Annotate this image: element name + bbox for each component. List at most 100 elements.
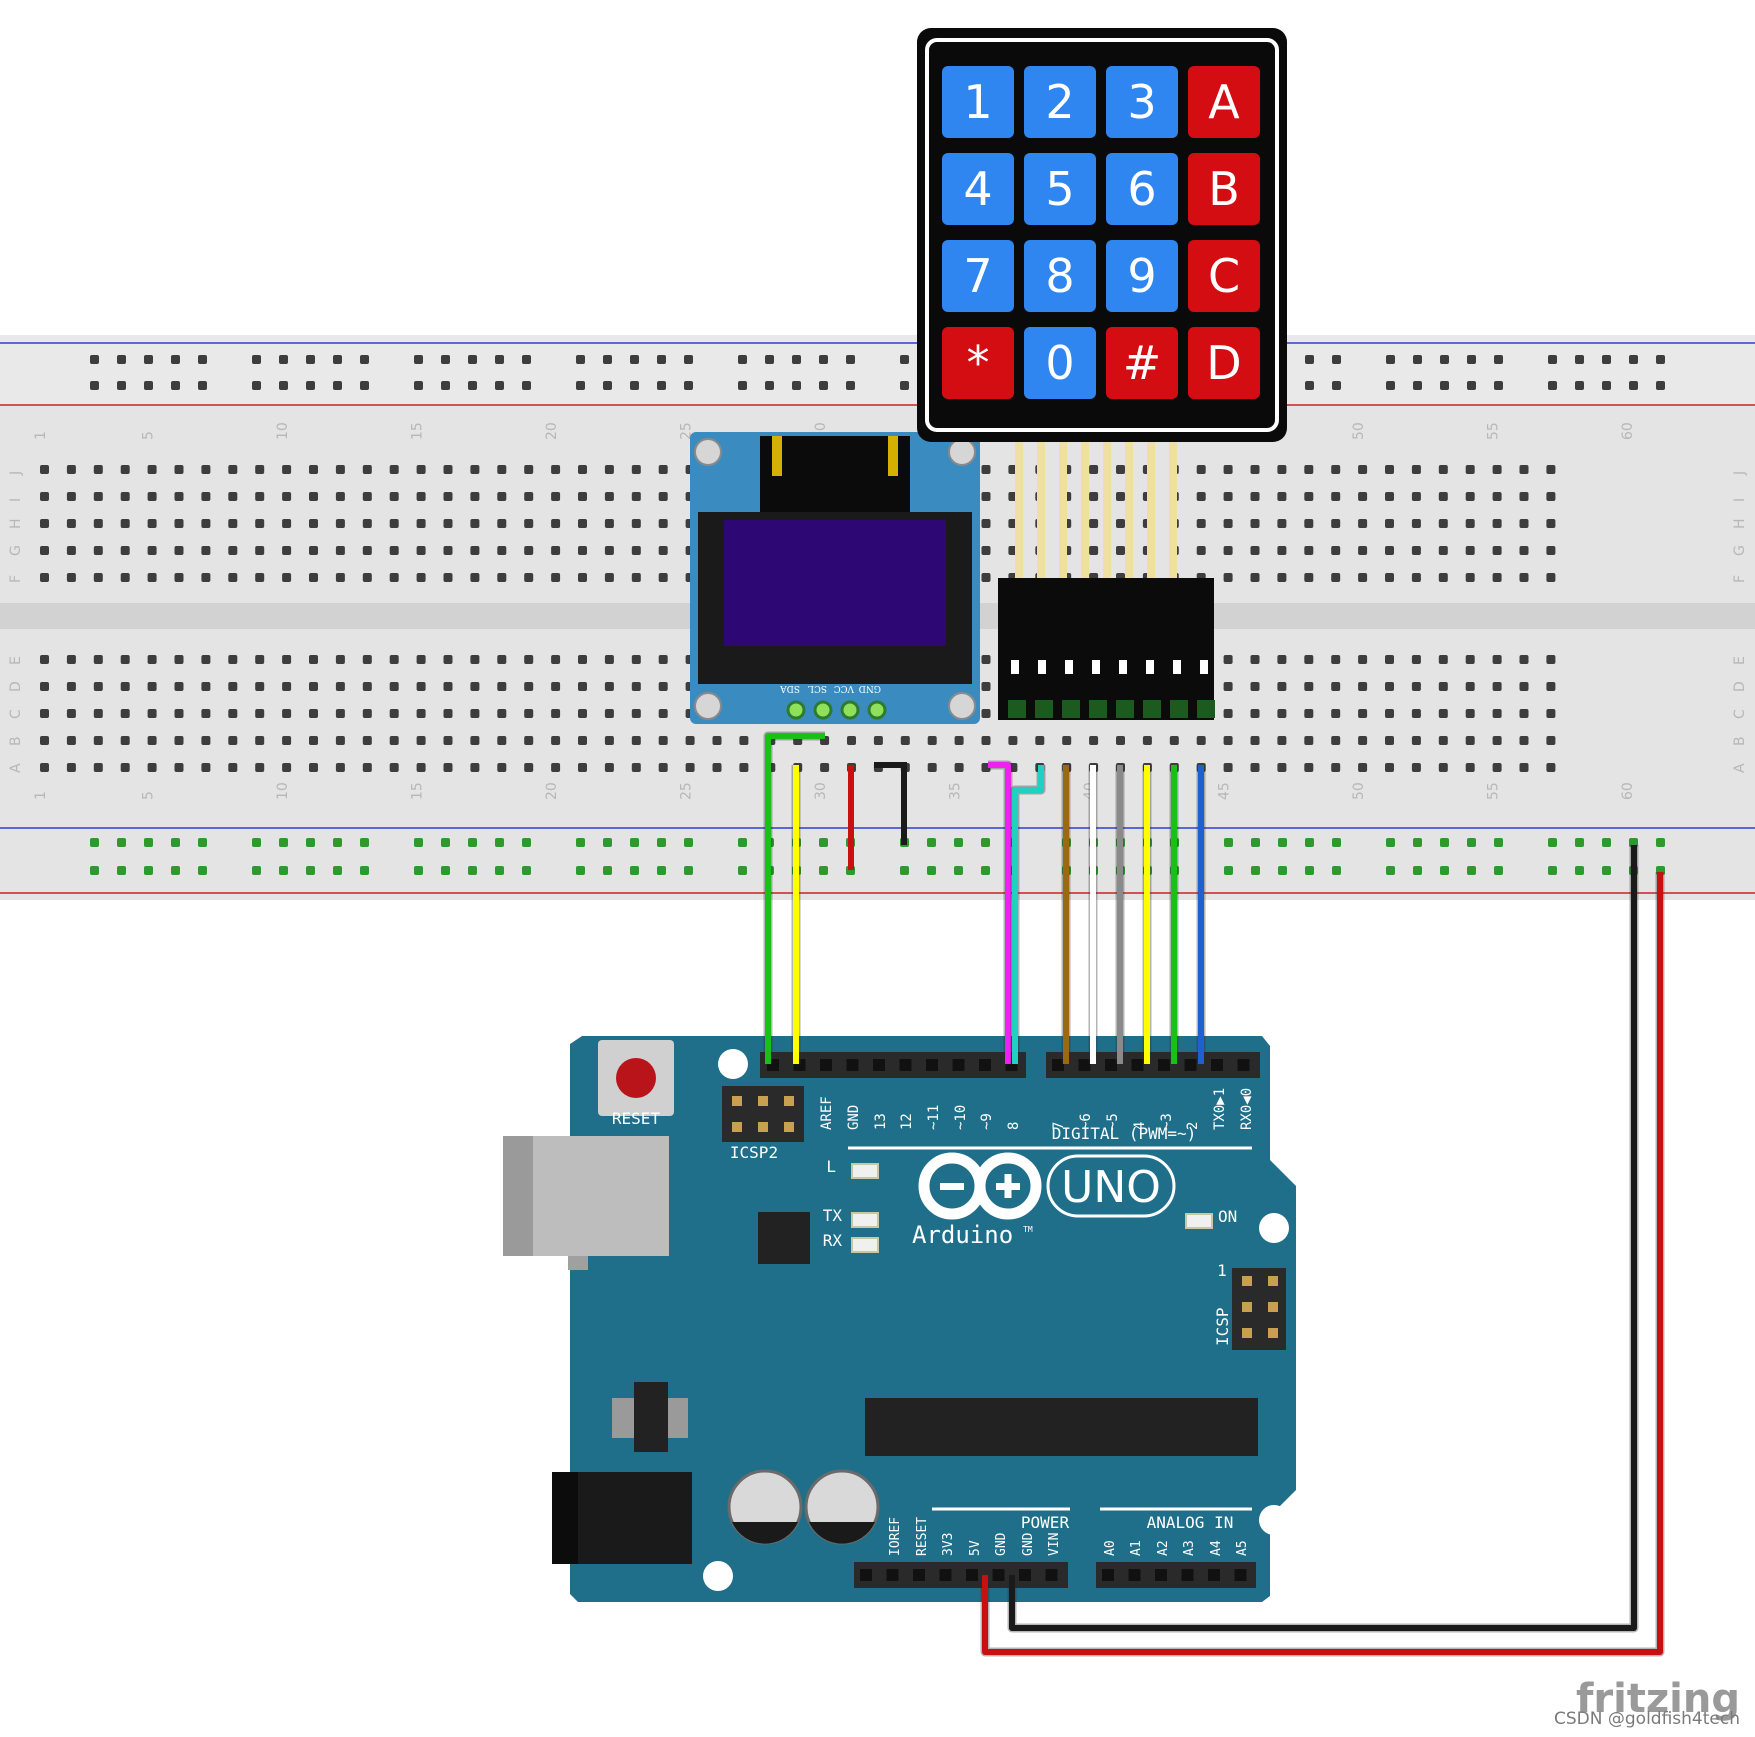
breadboard-hole xyxy=(658,709,668,718)
rail-hole xyxy=(117,381,126,390)
breadboard-hole xyxy=(255,492,265,501)
rail-hole xyxy=(1386,355,1395,364)
header-pin xyxy=(1052,1059,1064,1071)
breadboard-hole xyxy=(1438,519,1448,528)
breadboard-hole xyxy=(1519,519,1529,528)
wire-path xyxy=(988,762,1011,1064)
breadboard-hole xyxy=(255,465,265,474)
breadboard-hole xyxy=(335,492,345,501)
breadboard-hole xyxy=(685,736,695,745)
breadboard-hole xyxy=(40,763,49,772)
breadboard-hole xyxy=(362,655,372,664)
rail-hole xyxy=(414,381,423,390)
icsp2-pin xyxy=(784,1122,794,1132)
rail-hole xyxy=(144,355,153,364)
column-number: 5 xyxy=(141,431,157,440)
rail-hole xyxy=(1278,838,1287,847)
rail-hole xyxy=(684,381,693,390)
led-label: L xyxy=(826,1157,836,1176)
logo-right-loop xyxy=(974,1152,1042,1220)
breadboard-hole xyxy=(443,465,453,474)
rail-hole xyxy=(279,355,288,364)
breadboard-hole xyxy=(578,682,587,691)
breadboard-hole xyxy=(1358,655,1368,664)
breadboard-hole xyxy=(1277,736,1287,745)
breadboard-hole xyxy=(497,709,507,718)
breadboard-hole xyxy=(1277,546,1287,555)
breadboard-hole xyxy=(389,546,399,555)
reset-button-cap[interactable] xyxy=(616,1058,656,1098)
csdn-credit: CSDN @goldfish4tech xyxy=(1554,1709,1740,1729)
breadboard-hole xyxy=(1465,519,1475,528)
rail-hole xyxy=(90,866,99,875)
rail-hole xyxy=(279,838,288,847)
arduino-board xyxy=(570,1036,1296,1602)
breadboard-hole xyxy=(40,682,49,691)
capacitor-band xyxy=(732,1522,798,1544)
breadboard-hole xyxy=(1465,736,1475,745)
breadboard-hole xyxy=(631,736,641,745)
ribbon-wire xyxy=(1103,442,1111,580)
connector-contact xyxy=(1038,660,1046,674)
breadboard-hole xyxy=(201,546,211,555)
breadboard-hole xyxy=(1438,763,1448,772)
breadboard-hole xyxy=(416,763,426,772)
arduino-wordmark: Arduino xyxy=(912,1221,1013,1249)
breadboard-hole xyxy=(1492,655,1502,664)
icsp2-pin xyxy=(732,1122,742,1132)
breadboard-hole xyxy=(1546,709,1556,718)
rail-hole xyxy=(117,355,126,364)
keypad-key xyxy=(1106,327,1178,399)
column-number: 5 xyxy=(141,791,157,800)
breadboard-hole xyxy=(1465,573,1475,582)
power-pins xyxy=(860,1569,1247,1581)
breadboard-hole xyxy=(362,546,372,555)
mount-hole xyxy=(1259,1213,1289,1243)
rail-hole xyxy=(171,355,180,364)
rail-hole xyxy=(846,381,855,390)
power-pin-label: RESET xyxy=(915,1517,930,1556)
breadboard-hole xyxy=(335,465,345,474)
keypad-border xyxy=(925,38,1279,432)
logo-plus-v xyxy=(1004,1174,1012,1198)
mount-hole xyxy=(948,438,976,466)
breadboard-hole xyxy=(631,763,641,772)
header-pin xyxy=(1237,1059,1250,1071)
usb-connector-edge xyxy=(503,1136,533,1256)
breadboard-hole xyxy=(658,546,668,555)
breadboard-hole xyxy=(739,736,749,745)
header-pin xyxy=(1128,1569,1141,1581)
rail-hole xyxy=(468,381,477,390)
breadboard-hole xyxy=(228,573,238,582)
breadboard-hole xyxy=(309,709,318,718)
header-pin xyxy=(846,1059,859,1071)
keypad-key xyxy=(1106,153,1178,225)
breadboard-hole xyxy=(1304,655,1314,664)
column-number: 10 xyxy=(275,782,291,800)
connector-contact xyxy=(1119,660,1127,674)
breadboard-hole xyxy=(443,519,453,528)
icsp-pin xyxy=(1268,1328,1278,1338)
breadboard-hole xyxy=(551,682,561,691)
breadboard-hole xyxy=(443,655,453,664)
keypad-key-label: C xyxy=(1208,249,1240,303)
digital-pin-label: 7 xyxy=(1051,1122,1067,1130)
rail-hole xyxy=(90,381,99,390)
breadboard-hole xyxy=(228,682,238,691)
breadboard-hole xyxy=(120,763,130,772)
breadboard-hole xyxy=(282,763,292,772)
breadboard-hole xyxy=(335,546,345,555)
breadboard-hole xyxy=(282,573,292,582)
breadboard-hole xyxy=(282,682,292,691)
usb-chip xyxy=(758,1212,810,1264)
connector-pin xyxy=(1008,700,1026,718)
rail-hole xyxy=(1629,838,1638,847)
breadboard-hole xyxy=(201,763,211,772)
breadboard-hole xyxy=(470,736,480,745)
breadboard-hole xyxy=(1546,655,1556,664)
breadboard-hole xyxy=(335,655,345,664)
breadboard-hole xyxy=(1223,709,1233,718)
breadboard-hole xyxy=(1331,573,1341,582)
